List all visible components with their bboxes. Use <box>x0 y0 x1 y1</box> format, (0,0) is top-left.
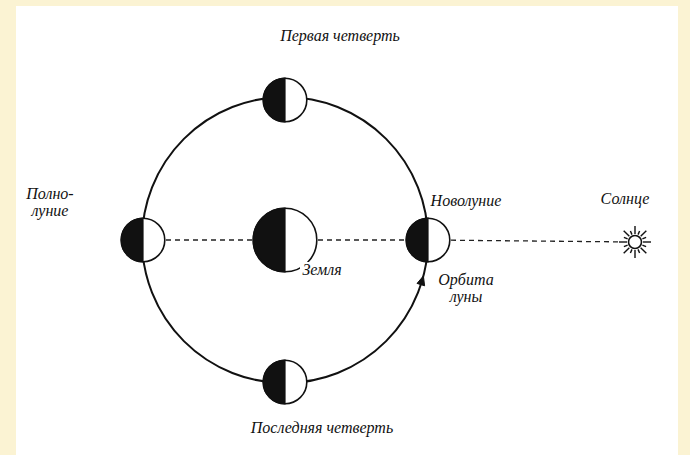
sun-icon <box>618 225 652 259</box>
earth-circle: Земля <box>252 207 318 273</box>
sun-ray <box>630 249 632 253</box>
sun-ray <box>643 241 651 242</box>
phase-icon <box>262 359 308 405</box>
sun-ray <box>634 250 635 258</box>
phase-label: Полно- луние <box>19 186 81 220</box>
sun-ray <box>641 248 647 254</box>
lit-half <box>406 218 450 262</box>
moon-phase-circle: Последняя четверть <box>262 359 308 405</box>
sun-symbol: Солнце <box>618 225 652 259</box>
moon-phase-circle: Полно- луние <box>120 217 166 263</box>
alignment-line <box>318 239 405 240</box>
lit-half <box>263 78 307 122</box>
sun-ray <box>624 231 630 237</box>
alignment-line <box>451 240 618 242</box>
phase-icon <box>262 77 308 123</box>
sun-disc <box>629 236 642 249</box>
moon-orbit <box>142 97 428 383</box>
dark-half <box>121 218 143 262</box>
phase-label: Последняя четверть <box>249 420 395 437</box>
sun-ray <box>624 248 630 254</box>
sun-ray <box>638 231 640 235</box>
sun-ray <box>642 245 646 247</box>
sun-ray <box>624 245 628 247</box>
sun-ray <box>642 237 646 239</box>
lit-half <box>121 218 165 262</box>
dark-half <box>406 218 428 262</box>
sun-ray <box>638 249 640 253</box>
dark-half <box>263 78 285 122</box>
dark-half <box>263 360 285 404</box>
phase-icon <box>120 217 166 263</box>
orbit-direction-arrow <box>417 276 425 286</box>
sun-ray <box>624 237 628 239</box>
sun-ray <box>641 231 647 237</box>
phase-label: Земля <box>300 262 343 279</box>
dark-half <box>253 208 285 272</box>
phase-label: Солнце <box>599 191 652 208</box>
moon-phase-circle: Первая четверть <box>262 77 308 123</box>
orbit-label: Орбита луны <box>434 272 498 306</box>
sun-ray <box>634 226 635 234</box>
phase-label: Первая четверть <box>278 28 402 45</box>
sun-ray <box>630 231 632 235</box>
lit-half <box>263 360 307 404</box>
paper-area <box>16 6 678 455</box>
moon-phase-circle: Новолуние <box>405 217 451 263</box>
sun-ray <box>619 241 627 242</box>
phase-label: Новолуние <box>429 193 504 210</box>
alignment-line <box>166 239 252 240</box>
phase-icon <box>405 217 451 263</box>
